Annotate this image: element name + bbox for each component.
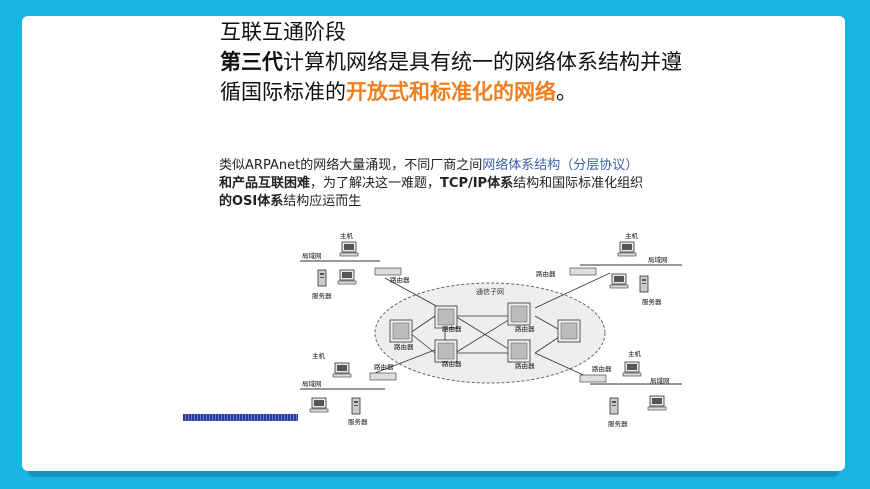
body-line-1: 类似ARPAnet的网络大量涌现，不同厂商之间网络体系结构（分层协议） [219, 157, 638, 175]
computer-icon [339, 241, 359, 257]
paragraph-line-2: 循国际标准的开放式和标准化的网络。 [220, 78, 577, 107]
computer-icon [622, 361, 642, 377]
architecture-link[interactable]: 网络体系结构（分层协议） [482, 158, 639, 173]
server-label: 服务器 [312, 291, 332, 300]
card-shadow [28, 471, 839, 477]
router-label: 路由器 [374, 362, 394, 371]
computer-icon [337, 269, 357, 285]
router-label: 路由器 [515, 324, 535, 333]
body2-a: 和产品互联困难 [219, 176, 311, 191]
server-icon [317, 269, 327, 287]
router-label: 路由器 [515, 361, 535, 370]
lan-label: 局域网 [302, 379, 322, 388]
body1-c: 的网络大量涌现，不同厂商之间 [300, 158, 483, 173]
lan-label: 局域网 [650, 376, 670, 385]
computer-icon [617, 241, 637, 257]
computer-icon [609, 273, 629, 289]
server-icon [609, 397, 619, 415]
subnet-label: 通信子网 [476, 287, 504, 296]
paragraph-line-1: 第三代计算机网络是具有统一的网络体系结构并遵 [220, 48, 682, 77]
host-label: 主机 [628, 349, 642, 358]
line2-start: 循国际标准的 [220, 80, 346, 104]
body2-c: TCP/IP体系 [440, 176, 514, 191]
server-label: 服务器 [608, 419, 628, 428]
router-label: 路由器 [592, 364, 612, 373]
line2-end: 。 [556, 80, 577, 104]
router-icon [389, 319, 413, 343]
body-line-3: 的OSI体系结构应运而生 [219, 193, 361, 211]
server-label: 服务器 [642, 297, 662, 306]
body1-a: 类似 [219, 158, 246, 173]
router-icon [434, 339, 458, 363]
router-icon [369, 372, 397, 381]
router-label: 路由器 [394, 342, 414, 351]
body2-d: 结构和国际标准化组织 [513, 176, 644, 191]
router-icon [374, 267, 402, 276]
slide-card [22, 16, 845, 471]
router-icon [569, 267, 597, 276]
router-label: 路由器 [442, 324, 462, 333]
body-line-2: 和产品互联困难，为了解决这一难题，TCP/IP体系结构和国际标准化组织 [219, 175, 643, 193]
highlight-text: 开放式和标准化的网络 [346, 80, 556, 104]
server-label: 服务器 [348, 417, 368, 426]
server-icon [639, 275, 649, 293]
subnet-ellipse [374, 282, 606, 384]
router-icon [507, 302, 531, 326]
generation-label: 第三代 [220, 50, 283, 74]
network-diagram: 通信子网 路由器 路由器 路由器 路由器 路由器 主机 局域网 服务器 路由器 … [300, 231, 682, 428]
lan-label: 局域网 [648, 255, 668, 264]
router-label: 路由器 [536, 269, 556, 278]
host-label: 主机 [312, 351, 326, 360]
router-icon [507, 339, 531, 363]
slide-title: 互联互通阶段 [220, 20, 346, 44]
host-label: 主机 [625, 231, 639, 240]
server-icon [351, 397, 361, 415]
router-icon [557, 319, 581, 343]
accent-bar [183, 414, 298, 421]
line1-text: 计算机网络是具有统一的网络体系结构并遵 [283, 50, 682, 74]
lan-label: 局域网 [302, 251, 322, 260]
body3-b: 结构应运而生 [283, 194, 362, 209]
computer-icon [647, 395, 667, 411]
router-icon [579, 374, 607, 383]
computer-icon [309, 397, 329, 413]
router-label: 路由器 [442, 359, 462, 368]
host-label: 主机 [340, 231, 354, 240]
computer-icon [332, 362, 352, 378]
router-label: 路由器 [390, 275, 410, 284]
body2-b: ，为了解决这一难题， [310, 176, 441, 191]
body3-a: 的OSI体系 [219, 194, 284, 209]
body1-b: ARPAnet [245, 158, 301, 173]
